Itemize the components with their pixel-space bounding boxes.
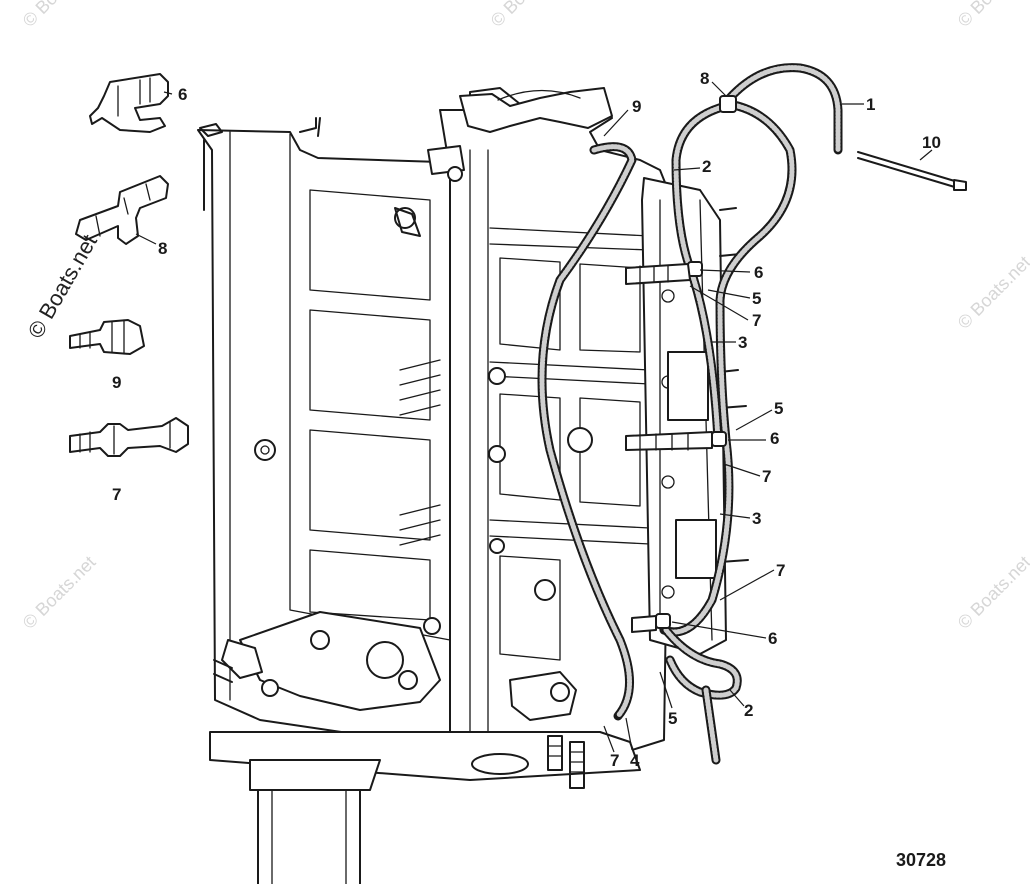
- callout-2-bottom: 2: [744, 701, 753, 720]
- fitting-straight-connector-detail: [69, 319, 145, 355]
- callout-6-middle: 6: [770, 429, 779, 448]
- fitting-tee-detail: [89, 73, 169, 133]
- callout-8-detail: 8: [158, 239, 167, 258]
- callout-7-base: 7: [610, 751, 619, 770]
- callout-9-detail: 9: [112, 373, 121, 392]
- watermark-mid-right: © Boats.net: [954, 252, 1030, 333]
- bypass-cover: [641, 177, 749, 655]
- callout-3-lower: 3: [752, 509, 761, 528]
- callout-1: 1: [866, 95, 875, 114]
- hose-group: [537, 63, 843, 765]
- callout-7-lower: 7: [776, 561, 785, 580]
- watermark-lower-right: © Boats.net: [954, 552, 1030, 633]
- callout-4: 4: [630, 751, 640, 770]
- fitting-long-connector-detail: [69, 417, 189, 457]
- tie-strap-part: [857, 151, 967, 191]
- callout-6-detail: 6: [178, 85, 187, 104]
- callout-10: 10: [922, 133, 941, 152]
- watermark-top-left: © Boats.net: [19, 0, 100, 31]
- callout-2-top: 2: [702, 157, 711, 176]
- callout-9-main: 9: [632, 97, 641, 116]
- callout-5-lower: 5: [668, 709, 677, 728]
- watermark-top-center: © Boats.net: [487, 0, 568, 31]
- figure-number: 30728: [896, 850, 946, 870]
- callout-7-middle: 7: [762, 467, 771, 486]
- callout-5-middle: 5: [774, 399, 783, 418]
- watermark-lower-left: © Boats.net: [19, 552, 100, 633]
- callout-7-detail: 7: [112, 485, 121, 504]
- callout-6-upper: 6: [754, 263, 763, 282]
- callout-5-upper: 5: [752, 289, 761, 308]
- callout-8-main: 8: [700, 69, 709, 88]
- callout-labels: 1 10 8 9 2 6 5 7 3 5 6 7 3 7 6 5 2 4 7 6…: [112, 69, 941, 770]
- engine-block: [197, 87, 673, 884]
- callout-7-upper: 7: [752, 311, 761, 330]
- watermark-top-right: © Boats.net: [954, 0, 1030, 31]
- leader-lines: [135, 81, 933, 753]
- callout-3-upper: 3: [738, 333, 747, 352]
- watermark-prominent: © Boats.net: [23, 230, 102, 342]
- fitting-elbow-tee-detail: [75, 175, 169, 245]
- callout-6-lower: 6: [768, 629, 777, 648]
